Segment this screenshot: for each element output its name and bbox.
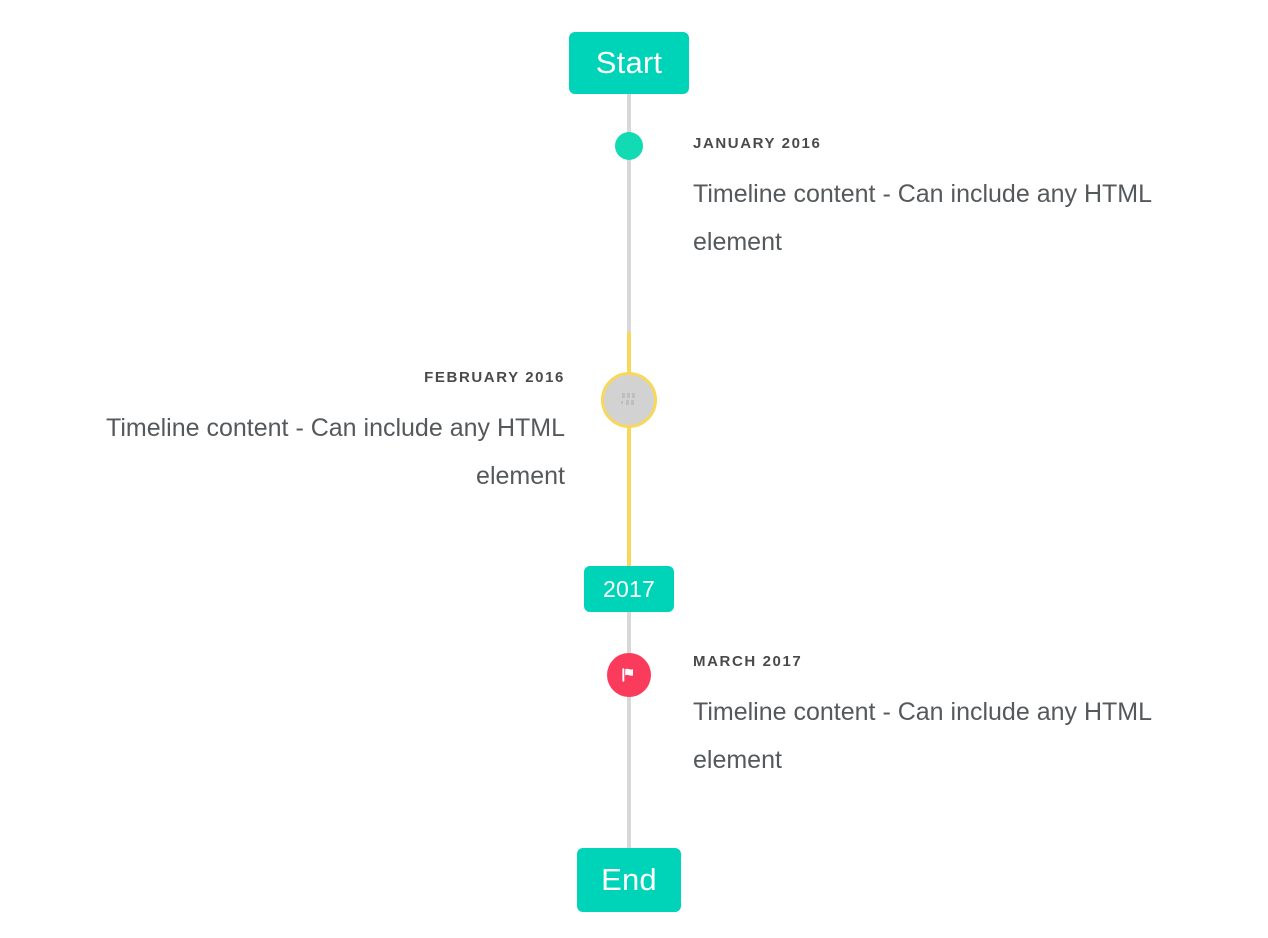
broken-image-icon	[620, 392, 638, 408]
timeline-entry-body: Timeline content - Can include any HTML …	[106, 414, 565, 490]
timeline-marker-flag-march[interactable]	[607, 653, 651, 697]
timeline-rail-gray-upper	[627, 92, 631, 334]
timeline-entry-body: Timeline content - Can include any HTML …	[693, 180, 1152, 256]
timeline-entry-date: JANUARY 2016	[693, 135, 822, 152]
timeline-entry-march: MARCH 2017 Timeline content - Can includ…	[693, 652, 1221, 784]
timeline-entry-body: Timeline content - Can include any HTML …	[693, 698, 1152, 774]
timeline-entry-date: FEBRUARY 2016	[424, 369, 565, 386]
timeline-marker-circle-february[interactable]	[601, 372, 657, 428]
flag-icon	[618, 664, 640, 686]
timeline-rail-gray-lower	[627, 610, 631, 852]
timeline-year-badge[interactable]: 2017	[584, 566, 674, 612]
timeline-entry-february: FEBRUARY 2016 Timeline content - Can inc…	[40, 368, 565, 500]
timeline-marker-dot-january[interactable]	[615, 132, 643, 160]
timeline-entry-january: JANUARY 2016 Timeline content - Can incl…	[693, 134, 1221, 266]
timeline-entry-date: MARCH 2017	[693, 653, 803, 670]
timeline-end-badge[interactable]: End	[577, 848, 681, 912]
timeline-start-badge[interactable]: Start	[569, 32, 689, 94]
timeline-rail-yellow	[627, 332, 631, 568]
